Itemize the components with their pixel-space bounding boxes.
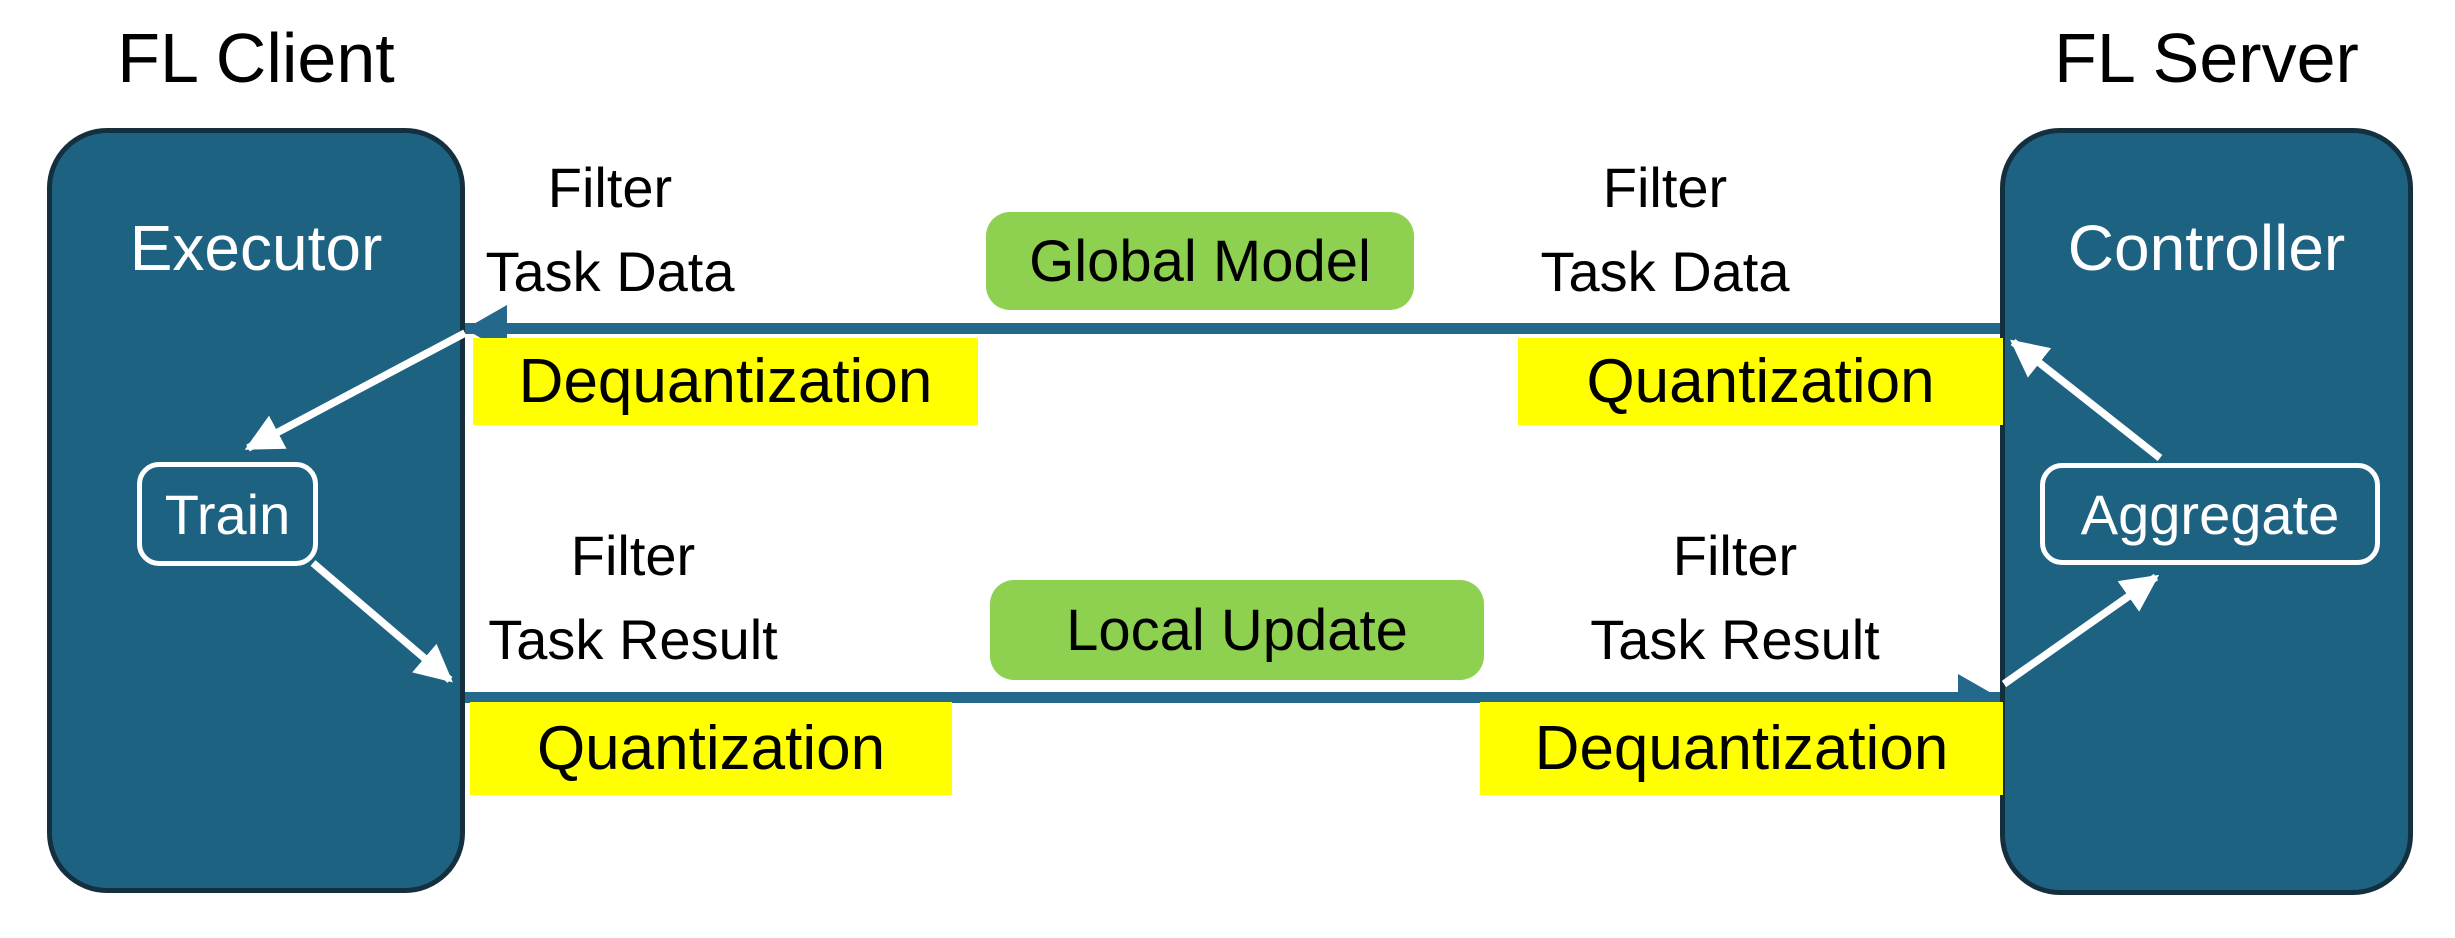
fl-server-box: Controller [2000, 128, 2413, 895]
dequantization-badge-top-left: Dequantization [473, 338, 978, 425]
global-model-badge: Global Model [986, 212, 1414, 310]
filter-line: Filter [570, 524, 696, 587]
filter-task-data-right: Filter Task Data [1405, 146, 1925, 314]
filter-task-data-left: Filter Task Data [350, 146, 870, 314]
filter-line: Filter [1672, 524, 1798, 587]
train-box: Train [137, 462, 318, 566]
filter-task-result-left: Filter Task Result [373, 514, 893, 682]
fl-client-title: FL Client [117, 19, 395, 97]
quantization-badge-bottom-left: Quantization [470, 702, 952, 795]
fl-server-title: FL Server [2054, 19, 2359, 97]
task-result-line: Task Result [1590, 608, 1880, 671]
global-model-transfer-line [465, 323, 2000, 334]
filter-task-result-right: Filter Task Result [1475, 514, 1995, 682]
global-model-label: Global Model [1029, 228, 1371, 294]
filter-line: Filter [547, 156, 673, 219]
local-update-badge: Local Update [990, 580, 1484, 680]
aggregate-box: Aggregate [2040, 463, 2380, 565]
aggregate-label: Aggregate [2080, 482, 2340, 546]
task-data-line: Task Data [485, 240, 735, 303]
local-update-transfer-line [465, 692, 2000, 703]
local-update-label: Local Update [1066, 597, 1408, 663]
dequantization-badge-bottom-right: Dequantization [1480, 702, 2003, 795]
controller-label: Controller [2067, 212, 2346, 284]
quantization-badge-top-right: Quantization [1518, 338, 2003, 425]
task-data-line: Task Data [1540, 240, 1790, 303]
filter-line: Filter [1602, 156, 1728, 219]
executor-label: Executor [129, 212, 383, 284]
task-result-line: Task Result [488, 608, 778, 671]
train-label: Train [164, 482, 291, 546]
fl-client-box: Executor [47, 128, 465, 893]
